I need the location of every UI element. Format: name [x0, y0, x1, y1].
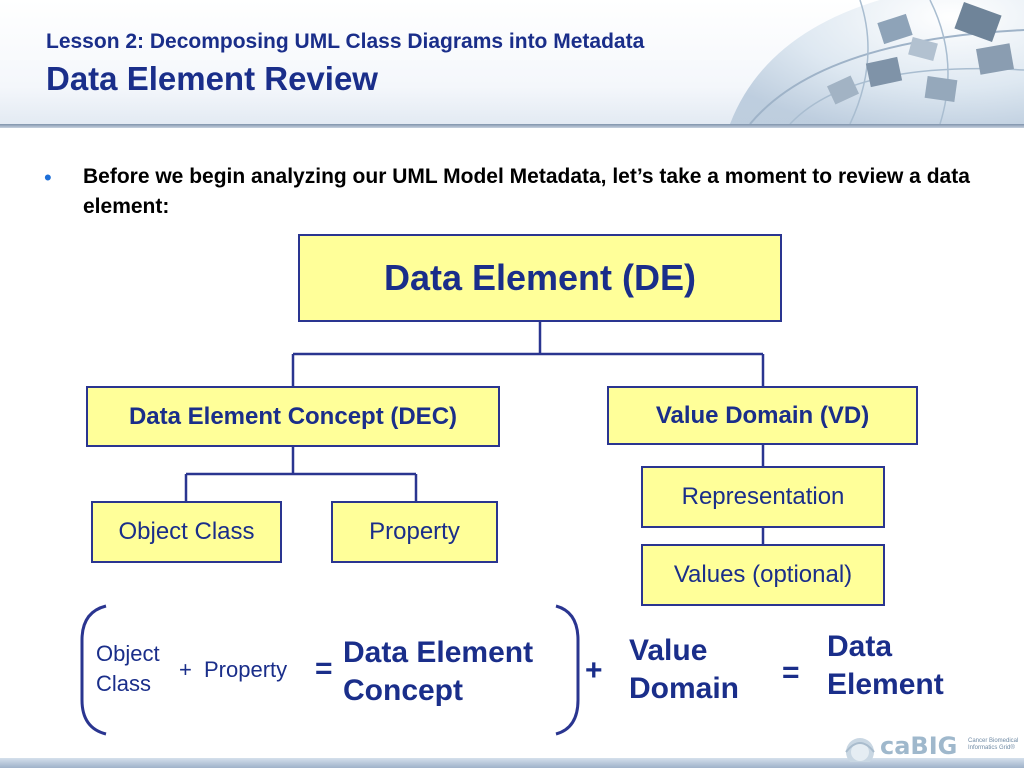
lesson-title: Lesson 2: Decomposing UML Class Diagrams…	[46, 30, 645, 53]
eq-value-domain: Value Domain	[629, 632, 739, 708]
eq-equals-2: =	[782, 656, 800, 689]
cabig-logo-text: caBIG	[880, 732, 958, 760]
header-divider	[0, 124, 1024, 128]
eq-dec-line2: Concept	[343, 674, 463, 707]
right-bracket	[555, 604, 580, 736]
eq-equals-1: =	[315, 652, 333, 685]
cabig-logo-tagline: Cancer Biomedical Informatics Grid®	[968, 738, 1018, 752]
eq-object-class-line2: Class	[96, 671, 152, 696]
eq-property: Property	[204, 657, 288, 682]
eq-vd-line1: Value	[629, 634, 708, 667]
left-bracket	[80, 604, 107, 736]
logo-tag-line1: Cancer Biomedical	[968, 738, 1019, 744]
representation-box: Representation	[641, 466, 885, 528]
eq-vd-line2: Domain	[629, 672, 740, 705]
eq-object-class: Object Class	[96, 639, 160, 699]
data-element-concept-box: Data Element Concept (DEC)	[86, 386, 500, 447]
data-element-box: Data Element (DE)	[298, 234, 782, 322]
eq-object-class-line1: Object	[96, 641, 160, 666]
bullet-marker: •	[44, 165, 52, 190]
eq-data-element: Data Element	[827, 628, 944, 704]
property-label: Property	[369, 518, 460, 545]
values-optional-box: Values (optional)	[641, 544, 885, 606]
eq-dec-line1: Data Element	[343, 636, 534, 669]
eq-plus-1: +	[179, 657, 192, 682]
value-domain-label: Value Domain (VD)	[655, 401, 870, 429]
eq-de-line1: Data	[827, 630, 893, 663]
logo-tag-line2: Informatics Grid®	[968, 745, 1015, 751]
data-element-concept-label: Data Element Concept (DEC)	[128, 402, 458, 430]
eq-plus-2: +	[585, 654, 603, 687]
object-class-box: Object Class	[91, 501, 282, 563]
footer-bar	[0, 758, 1024, 768]
bullet-text: Before we begin analyzing our UML Model …	[83, 165, 970, 218]
eq-data-element-concept: Data Element Concept	[343, 634, 533, 710]
data-element-label: Data Element (DE)	[383, 257, 697, 298]
object-class-label: Object Class	[118, 518, 255, 545]
slide-title: Data Element Review	[46, 60, 378, 97]
globe-graphic	[730, 0, 1024, 124]
eq-de-line2: Element	[827, 668, 944, 701]
value-domain-box: Value Domain (VD)	[607, 386, 918, 445]
property-box: Property	[331, 501, 498, 563]
values-optional-label: Values (optional)	[673, 561, 853, 588]
representation-label: Representation	[681, 483, 845, 510]
cabig-logo-mark	[845, 738, 875, 762]
